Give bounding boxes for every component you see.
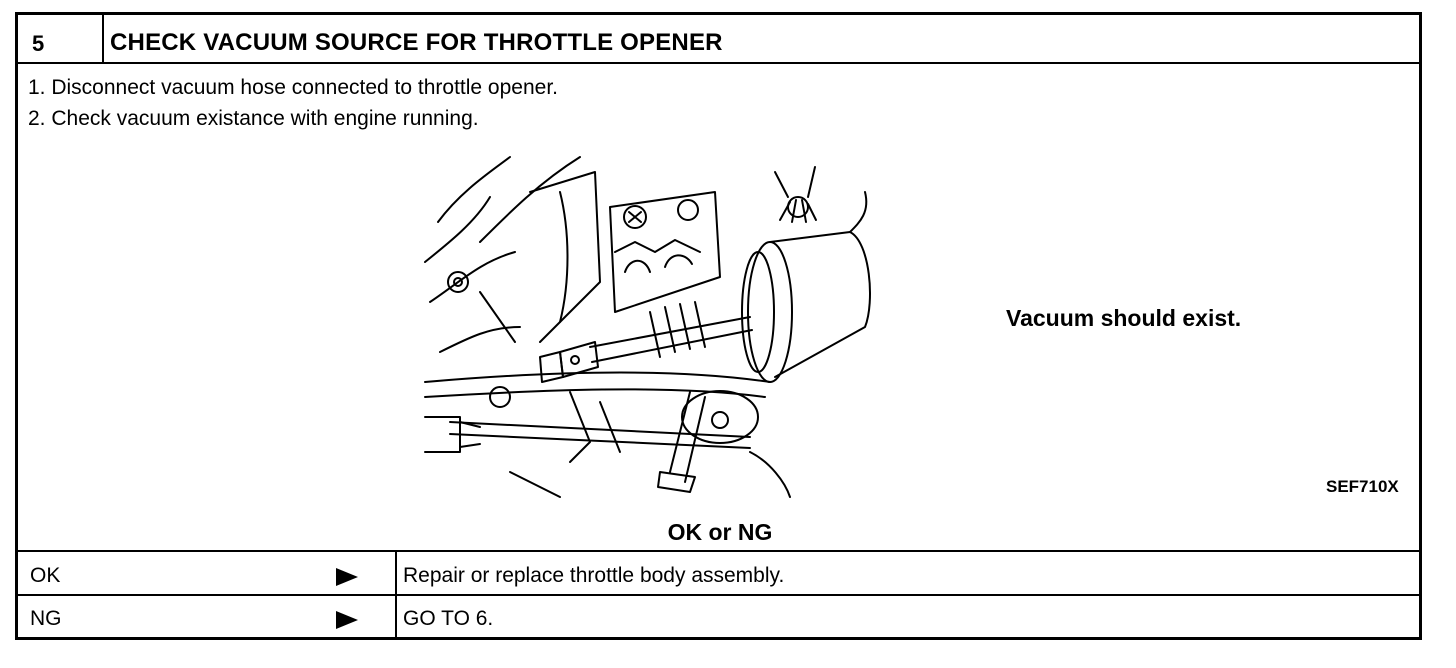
header-divider [102, 15, 104, 62]
instruction-1: 1. Disconnect vacuum hose connected to t… [28, 76, 558, 99]
inspection-procedure-table: 5 CHECK VACUUM SOURCE FOR THROTTLE OPENE… [15, 12, 1422, 640]
ok-action: Repair or replace throttle body assembly… [403, 564, 785, 587]
ng-action: GO TO 6. [403, 607, 494, 630]
outcome-row-separator [18, 594, 1419, 596]
throttle-opener-illustration [424, 156, 871, 498]
header-separator [18, 62, 1419, 64]
outcome-top-separator [18, 550, 1419, 552]
result-prompt: OK or NG [667, 519, 773, 545]
step-number: 5 [32, 31, 45, 56]
figure-reference-code: SEF710X [1326, 477, 1399, 496]
right-triangle-arrow-icon [336, 611, 358, 629]
instruction-2: 2. Check vacuum existance with engine ru… [28, 107, 479, 130]
step-title: CHECK VACUUM SOURCE FOR THROTTLE OPENER [110, 29, 723, 56]
spec-statement: Vacuum should exist. [1006, 305, 1242, 331]
ng-label: NG [30, 607, 62, 630]
right-triangle-arrow-icon [336, 568, 358, 586]
ok-label: OK [30, 564, 61, 587]
